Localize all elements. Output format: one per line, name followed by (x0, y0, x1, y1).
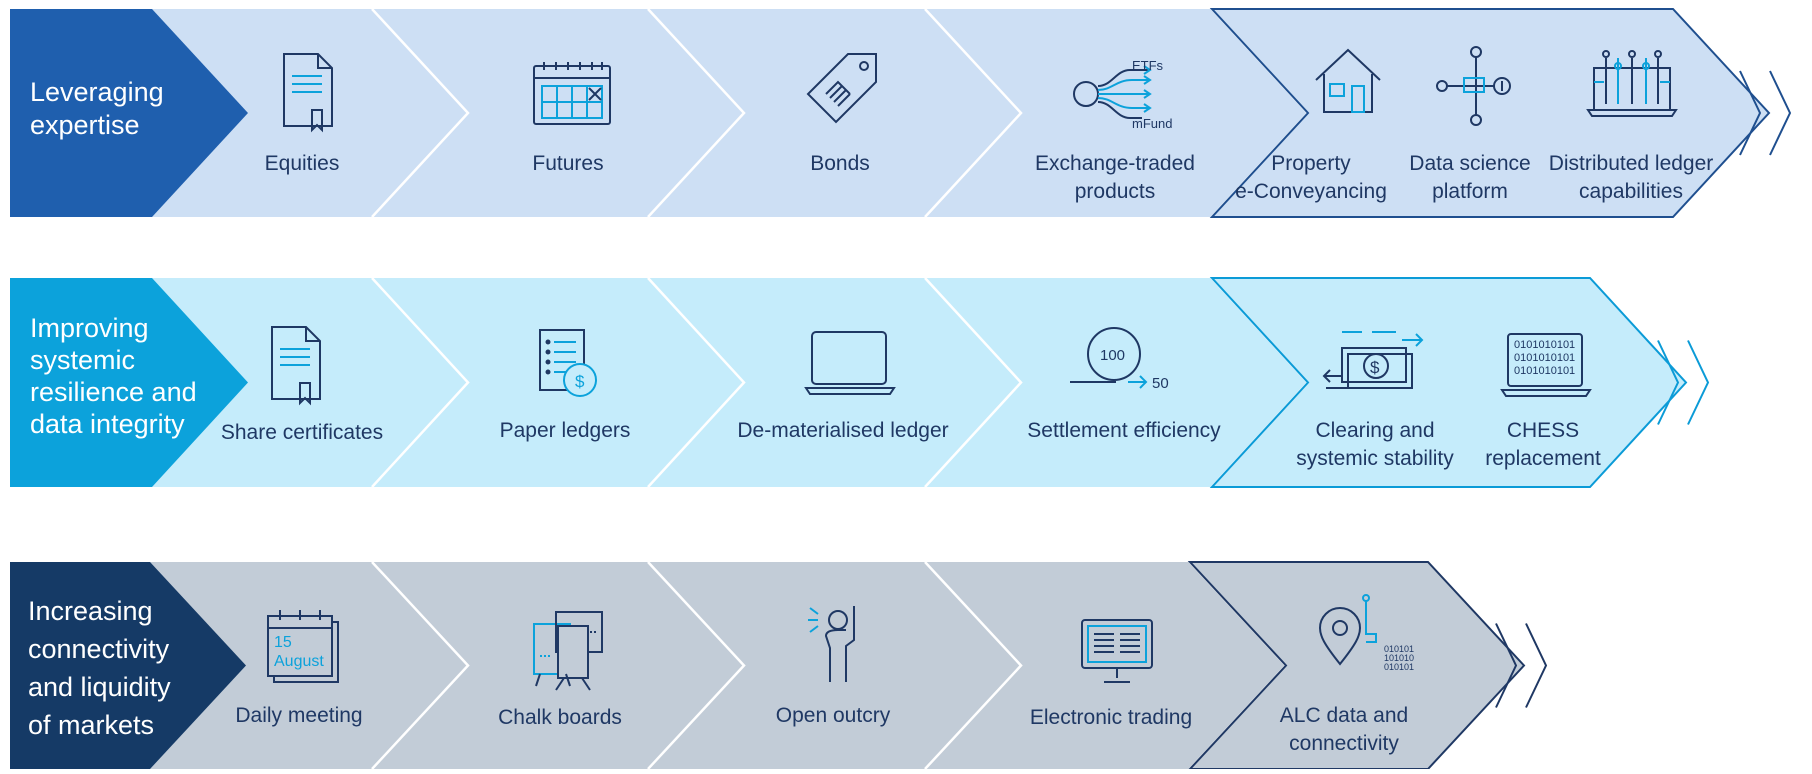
stage-label-electronic-trading: Electronic trading (1029, 706, 1193, 729)
continuation-arrow (1739, 70, 1762, 156)
stage-label-settlement-efficiency: Settlement efficiency (1027, 419, 1221, 442)
stage-divider (924, 8, 1023, 218)
circuit-laptop-icon (1586, 50, 1678, 117)
icon-text-mfund: mFund (1132, 116, 1172, 131)
laptop-icon (804, 331, 896, 395)
row-1 (10, 8, 1792, 218)
stage-divider (647, 277, 746, 488)
etf-flow-icon: ETFs mFund (1073, 58, 1172, 131)
document-certificate-icon (271, 326, 321, 406)
heading-chevron (10, 9, 248, 217)
settlement-coil-icon: 100 50 (1070, 327, 1169, 392)
heading-chevron (10, 278, 248, 487)
document-certificate-icon (283, 53, 333, 133)
stage-label-bonds: Bonds (810, 152, 870, 175)
continuation-arrow (1769, 70, 1792, 156)
binary-text: 0101010101 (1514, 339, 1575, 351)
network-nodes-icon (1436, 46, 1511, 126)
stage-divider (647, 8, 746, 218)
row-2 (10, 277, 1710, 488)
stage-label-chalk-boards: Chalk boards (498, 706, 622, 729)
binary-text: 010101 (1384, 644, 1414, 654)
continuation-arrow (1687, 340, 1710, 425)
stages-band (100, 9, 1308, 217)
date-day: 15 (274, 634, 292, 651)
chalk-boards-icon (533, 611, 603, 691)
date-month: August (274, 653, 324, 670)
ledger-dollar-icon: $ (539, 329, 597, 397)
continuation-arrow (1495, 623, 1518, 708)
stage-label-open-outcry: Open outcry (775, 704, 891, 727)
future-chevron (1209, 277, 1688, 488)
calendar-grid-icon (533, 62, 611, 125)
stage-divider (924, 561, 1023, 770)
row-heading-increasing-connectivity: Increasing connectivity and liquidity of… (28, 596, 171, 740)
stage-label-daily-meeting: Daily meeting (235, 704, 363, 727)
row-3 (10, 561, 1548, 770)
icon-text-etfs: ETFs (1132, 58, 1164, 73)
stage-divider (924, 277, 1023, 488)
continuation-arrow (1525, 623, 1548, 708)
binary-text: 101010 (1384, 653, 1414, 663)
continuation-arrow (1657, 340, 1680, 425)
stages-band (100, 562, 1286, 769)
house-icon (1315, 48, 1381, 113)
price-tag-icon (806, 53, 877, 124)
dollar-glyph: $ (1370, 358, 1380, 377)
cash-arrows-icon: $ (1322, 331, 1424, 389)
stage-label-equities: Equities (264, 152, 340, 175)
dollar-glyph: $ (575, 372, 585, 391)
stage-divider (371, 8, 470, 218)
icon-text-50: 50 (1152, 375, 1169, 392)
stage-label-share-certificates: Share certificates (220, 421, 384, 444)
stage-divider (647, 561, 746, 770)
row-heading-leveraging-expertise: Leveraging expertise (30, 77, 164, 140)
binary-text: 0101010101 (1514, 365, 1575, 377)
row-heading-improving-resilience: Improving systemic resilience and data i… (30, 313, 197, 439)
icon-text-100: 100 (1100, 347, 1125, 364)
stage-label-paper-ledgers: Paper ledgers (499, 419, 631, 442)
person-shouting-icon (808, 606, 855, 682)
binary-text: 0101010101 (1514, 352, 1575, 364)
stage-divider (371, 561, 470, 770)
future-chevron (1209, 8, 1771, 218)
monitor-icon (1081, 619, 1153, 683)
binary-text: 010101 (1384, 662, 1414, 672)
stage-label-futures: Futures (532, 152, 604, 175)
stage-divider (371, 277, 470, 488)
heading-chevron (10, 562, 246, 769)
stage-label-de-materialised-ledger: De-materialised ledger (737, 419, 949, 442)
stages-band (100, 278, 1308, 487)
